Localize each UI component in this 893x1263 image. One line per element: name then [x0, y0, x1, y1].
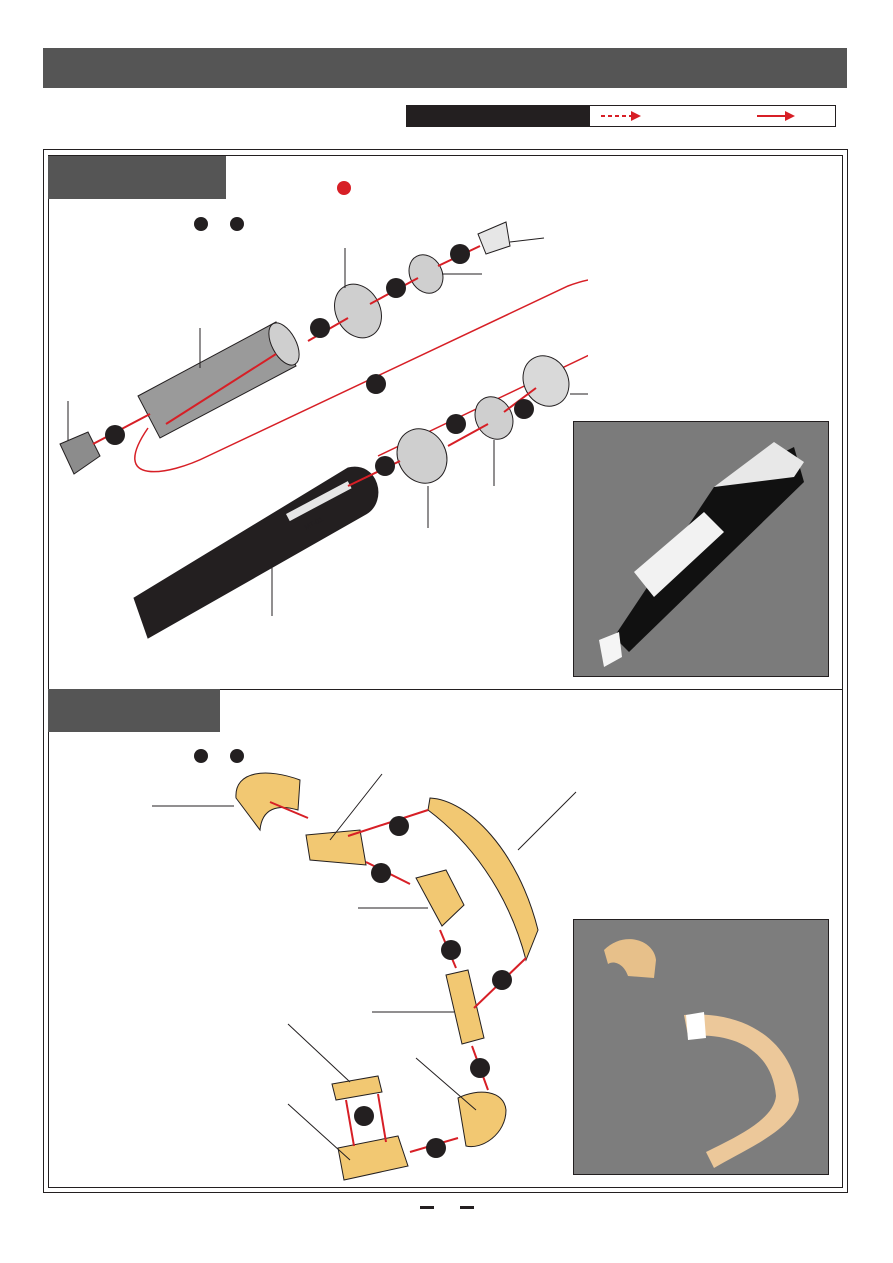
ring-part-4	[474, 396, 514, 440]
white-sleeve-shape	[686, 1012, 706, 1040]
leader-line	[517, 791, 577, 851]
red-arrow	[345, 1099, 355, 1147]
end-cap-part	[59, 431, 101, 475]
content-frame	[43, 149, 848, 1193]
red-arrow	[377, 1093, 387, 1143]
red-arrow	[165, 353, 277, 425]
leader-line	[287, 1023, 351, 1083]
step-marker	[371, 863, 391, 883]
step-marker	[450, 244, 470, 264]
elbow-part-2	[457, 1091, 507, 1148]
large-bend-shape	[684, 1014, 799, 1168]
assembled-bent-pipe-photo	[573, 919, 829, 1175]
legend-dark-block	[407, 106, 590, 126]
nozzle-photo-drawing	[599, 442, 804, 667]
leader-line	[329, 773, 383, 841]
step-marker	[375, 456, 395, 476]
content-frame-inner	[48, 155, 843, 1188]
section2-tab	[48, 689, 220, 732]
ring-part-5	[396, 428, 448, 484]
step-marker	[514, 399, 534, 419]
leader-line	[509, 237, 545, 243]
label-plate	[286, 481, 352, 522]
section2-diagram	[152, 749, 577, 1181]
curved-pipe-part	[427, 797, 539, 962]
black-cone-shape	[614, 447, 804, 652]
section1-tab	[48, 156, 226, 199]
cylinder-part-2	[445, 969, 485, 1045]
legend-arrows	[601, 111, 795, 121]
red-dot-icon	[337, 181, 351, 195]
ring-part-1	[334, 283, 382, 339]
step-marker	[354, 1106, 374, 1126]
black-dot-icon	[194, 217, 208, 231]
arrow-legend	[406, 105, 836, 127]
section1-diagram: MT-01	[59, 181, 588, 639]
step-marker	[310, 318, 330, 338]
black-dot-icon	[230, 217, 244, 231]
white-tip-shape	[714, 442, 804, 487]
elbow-part-1	[235, 772, 301, 832]
step-marker	[386, 278, 406, 298]
leader-line	[415, 1057, 477, 1111]
ring-part-3	[522, 355, 570, 407]
black-dot-icon	[194, 749, 208, 763]
leader-line	[287, 1103, 351, 1161]
step-marker	[366, 374, 386, 394]
step-marker	[426, 1138, 446, 1158]
white-wrap-shape	[634, 512, 724, 597]
red-arrow	[347, 809, 429, 837]
black-dot-icon	[230, 749, 244, 763]
cylinder-part-1	[305, 829, 367, 866]
assembled-nozzle-photo	[573, 421, 829, 677]
step-marker	[492, 970, 512, 990]
step-marker	[389, 816, 409, 836]
bent-pipe-photo-drawing	[604, 939, 799, 1168]
page-number-marks	[420, 1206, 474, 1209]
gray-tube-part	[137, 321, 297, 439]
tube-end-ring	[268, 322, 300, 366]
red-arrow	[447, 423, 489, 447]
step-marker	[105, 425, 125, 445]
black-body-part	[133, 466, 379, 639]
block-part	[337, 1135, 409, 1181]
step-marker	[446, 414, 466, 434]
angled-segment-part	[415, 869, 465, 927]
page-title-bar	[43, 48, 847, 88]
red-arrow	[269, 801, 309, 819]
plate-part	[331, 1075, 383, 1101]
white-cap-shape	[599, 632, 622, 667]
tip-part	[477, 221, 511, 255]
section-divider	[48, 689, 843, 690]
assembly-loop-path	[134, 279, 588, 473]
step-marker	[441, 940, 461, 960]
step-marker	[470, 1058, 490, 1078]
small-elbow-shape	[604, 939, 656, 978]
